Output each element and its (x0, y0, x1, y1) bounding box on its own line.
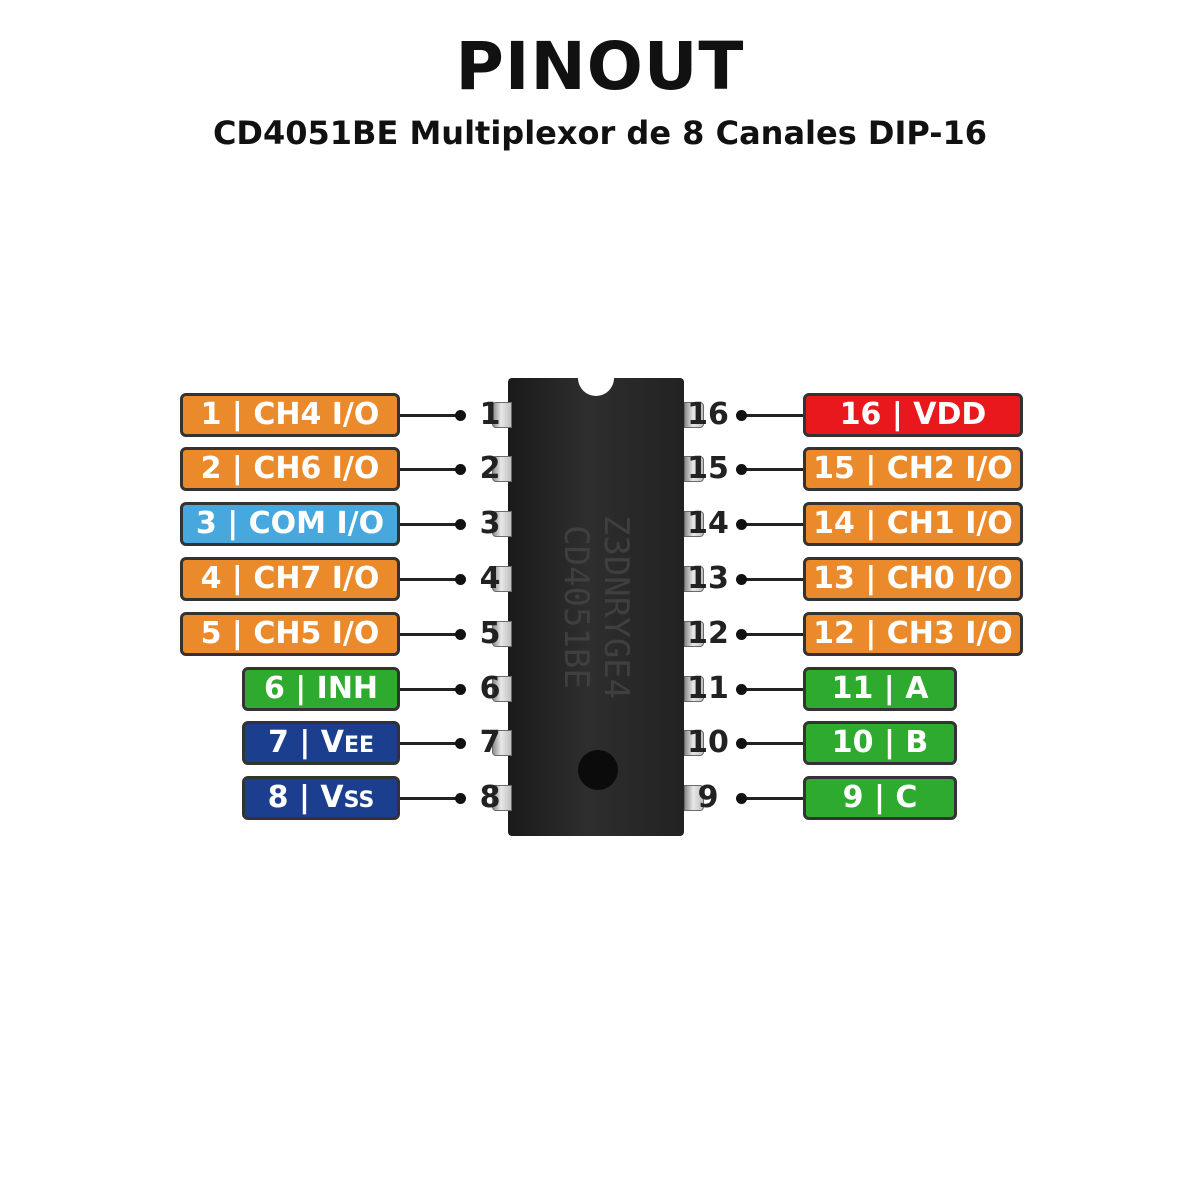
pin-1-leg (492, 402, 512, 428)
pin-15-leg (684, 456, 704, 482)
pin-6-label: 6 | INH (242, 667, 400, 711)
chip-marking-part: CD4051BE (556, 525, 596, 689)
pin-13-number: 13 (687, 561, 729, 596)
pin-8-label-main: 8 | V (267, 780, 344, 815)
pin-7-leg (492, 730, 512, 756)
pin-10-leg (684, 730, 704, 756)
pin-6-connector-dot (455, 683, 466, 695)
pin-13-leg (684, 566, 704, 592)
pin-14-connector-dot (736, 518, 747, 530)
pin-7-label: 7 | VEE (242, 721, 400, 765)
pin-4-leg (492, 566, 512, 592)
pin-3-connector-dot (455, 518, 466, 530)
pin-8-number: 8 (479, 780, 501, 815)
page-title: PINOUT (455, 28, 745, 105)
pin-2-leg (492, 456, 512, 482)
chip-marking: Z3DNRYGE4 CD4051BE (556, 447, 636, 767)
pin-4-connector-line (400, 577, 462, 581)
pin-11-label: 11 | A (803, 667, 957, 711)
pin-5-leg (492, 621, 512, 647)
pin-1-connector-line (400, 413, 462, 417)
pin-9-connector-line (740, 796, 803, 800)
pin-5-label: 5 | CH5 I/O (180, 612, 400, 656)
pin-1-connector-dot (455, 409, 466, 421)
pin-14-leg (684, 511, 704, 537)
pin-3-leg (492, 511, 512, 537)
pin-3-connector-line (400, 522, 462, 526)
pin-7-number: 7 (479, 725, 501, 760)
pin-8-label-subscript: SS (343, 788, 375, 813)
pin-13-label: 13 | CH0 I/O (803, 557, 1023, 601)
pin-10-connector-dot (736, 737, 747, 749)
chip-orientation-notch (578, 360, 614, 396)
pin-13-connector-line (740, 577, 803, 581)
pin-8-leg (492, 785, 512, 811)
pin-12-leg (684, 621, 704, 647)
pin-6-leg (492, 676, 512, 702)
pin-2-connector-line (400, 467, 462, 471)
pin-3-label: 3 | COM I/O (180, 502, 400, 546)
pin-12-connector-dot (736, 628, 747, 640)
pin-12-connector-line (740, 632, 803, 636)
pin-14-label: 14 | CH1 I/O (803, 502, 1023, 546)
pin-13-connector-dot (736, 573, 747, 585)
pin-7-label-subscript: EE (343, 733, 374, 758)
pin-3-number: 3 (479, 506, 501, 541)
pin-2-label: 2 | CH6 I/O (180, 447, 400, 491)
pin-16-leg (684, 402, 704, 428)
pin-5-number: 5 (479, 616, 501, 651)
pin-1-number: 1 (479, 397, 501, 432)
pin-16-number: 16 (687, 397, 729, 432)
pin-16-connector-line (740, 413, 803, 417)
pin-11-number: 11 (687, 671, 729, 706)
pin-9-number: 9 (697, 780, 719, 815)
pin-7-connector-dot (455, 737, 466, 749)
pin-7-connector-line (400, 741, 462, 745)
pin-7-label-main: 7 | V (268, 725, 344, 760)
pin-1-label: 1 | CH4 I/O (180, 393, 400, 437)
pin-9-label: 9 | C (803, 776, 957, 820)
pin-2-connector-dot (455, 463, 466, 475)
pin-12-number: 12 (687, 616, 729, 651)
pin-11-connector-line (740, 687, 803, 691)
pin-10-connector-line (740, 741, 803, 745)
pin-8-connector-line (400, 796, 462, 800)
pin-12-label: 12 | CH3 I/O (803, 612, 1023, 656)
pin-4-label: 4 | CH7 I/O (180, 557, 400, 601)
pin-9-connector-dot (736, 792, 747, 804)
pin-2-number: 2 (479, 451, 501, 486)
pin-8-connector-dot (455, 792, 466, 804)
pin-15-label: 15 | CH2 I/O (803, 447, 1023, 491)
pin-15-number: 15 (687, 451, 729, 486)
pin-11-connector-dot (736, 683, 747, 695)
pin-14-connector-line (740, 522, 803, 526)
pin-4-number: 4 (479, 561, 501, 596)
pin-9-leg (684, 785, 704, 811)
pin-5-connector-line (400, 632, 462, 636)
chip-marking-code: Z3DNRYGE4 (596, 514, 636, 700)
pin-16-connector-dot (736, 409, 747, 421)
dip16-chip-body: Z3DNRYGE4 CD4051BE (508, 360, 684, 836)
pin-6-number: 6 (479, 671, 501, 706)
pin-8-label: 8 | VSS (242, 776, 400, 820)
pin-10-number: 10 (687, 725, 729, 760)
pin-6-connector-line (400, 687, 462, 691)
pin-14-number: 14 (687, 506, 729, 541)
pin-16-label: 16 | VDD (803, 393, 1023, 437)
page-subtitle: CD4051BE Multiplexor de 8 Canales DIP-16 (212, 114, 988, 152)
pin-15-connector-dot (736, 463, 747, 475)
pin-11-leg (684, 676, 704, 702)
pin-10-label: 10 | B (803, 721, 957, 765)
pin-15-connector-line (740, 467, 803, 471)
chip-pin1-dimple (578, 750, 618, 790)
pin-4-connector-dot (455, 573, 466, 585)
pin-5-connector-dot (455, 628, 466, 640)
